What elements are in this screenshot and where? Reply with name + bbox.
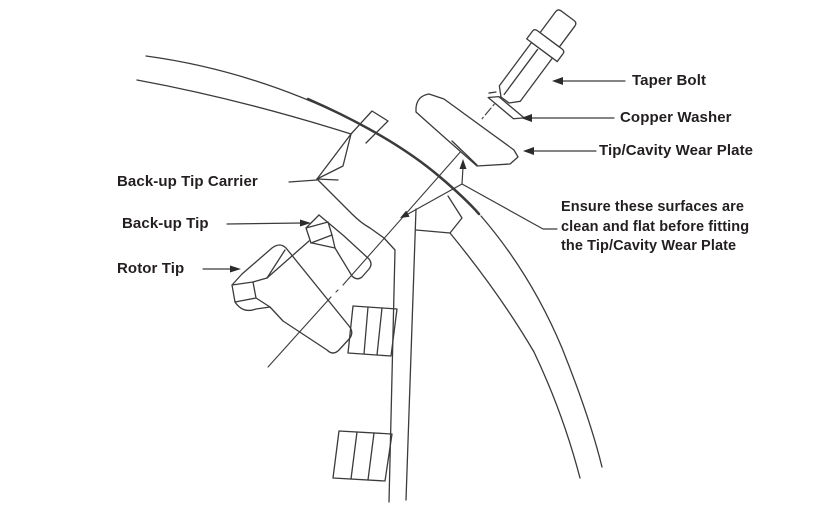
rim-slot-left-edge [383,237,396,503]
copper-washer-arrowhead [521,114,532,122]
backup-tip-leader [226,222,303,225]
rim-right-inner-arc [449,232,581,479]
surface-note-line2: clean and flat before fitting [561,218,750,235]
label-backup-tip-carrier: Back-up Tip Carrier [117,173,258,190]
rim-slot-right-edge [405,208,417,501]
bolt-shank-line [503,48,539,96]
rotor-rim-drawing [136,55,603,503]
backup-tip-carrier-drawing [316,133,463,239]
backup-tip-drawing [305,214,372,280]
rotor-tip-arrowhead [230,265,241,273]
wear-plate-arrowhead [523,147,534,155]
wear-plate-drawing [415,93,519,167]
taper-bolt-arrowhead [552,77,563,85]
label-backup-tip: Back-up Tip [122,215,209,232]
surface-note: Ensure these surfaces are clean and flat… [561,198,749,257]
surface-note-line3: the Tip/Cavity Wear Plate [561,238,737,254]
note-leader [461,183,558,230]
rim-inner-arc [136,79,352,135]
backup-tip-arrowhead [300,219,311,227]
taper-bolt-drawing [498,9,577,104]
bolt-head [539,9,577,48]
surface-note-line1: Ensure these surfaces are [561,199,745,215]
bolt-flange [526,29,565,63]
surface-arrow-b-line [407,183,463,215]
rotor-tip-drawing [231,240,353,354]
label-rotor-tip: Rotor Tip [117,260,185,277]
backup-tip-carrier-leader [288,179,318,183]
surface-arrow-a-head [459,159,467,169]
rim-slot-block-upper [347,305,398,357]
leader-lines [202,77,626,273]
surface-arrow-a-line [461,166,464,185]
rim-outer-arc-thick-segment [306,97,481,216]
rim-slot-underside [415,229,451,234]
rim-slot-block-lower [332,430,393,482]
rim-cut-face [350,110,389,144]
label-copper-washer: Copper Washer [620,109,732,126]
label-wear-plate: Tip/Cavity Wear Plate [599,142,754,159]
rim-right-outer-arc [480,215,603,468]
label-taper-bolt: Taper Bolt [632,72,707,89]
surface-arrow-b-head [400,210,410,218]
